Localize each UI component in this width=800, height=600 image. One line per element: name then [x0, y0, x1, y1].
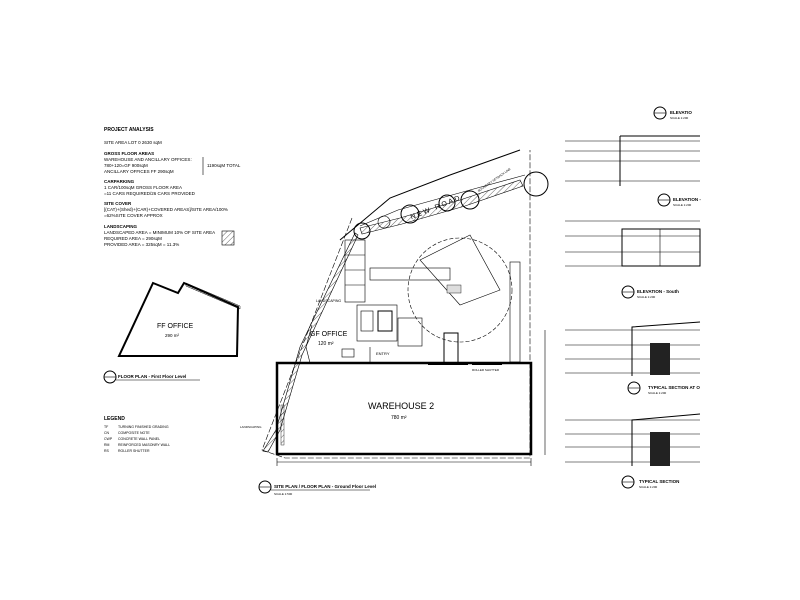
- svg-text:SCALE 1:200: SCALE 1:200: [637, 295, 656, 299]
- tree-icon: [438, 194, 456, 212]
- turning-circle: [407, 237, 513, 343]
- section-1-label: TYPICAL SECTION AT O: [648, 385, 700, 390]
- landscaping-hatch-swatch: [221, 230, 235, 246]
- stair-icon: [341, 348, 355, 358]
- legend-item-3: CONCRETE WALL PANEL: [118, 437, 160, 441]
- section-1: TYPICAL SECTION AT O SCALE 1:200: [565, 321, 700, 395]
- top-elevation-label: ELEVATIO: [670, 110, 692, 115]
- car-icon: [377, 310, 393, 332]
- ff-office-name: FF OFFICE: [157, 323, 193, 330]
- tree-icon: [400, 204, 420, 224]
- tree-icon: [523, 171, 549, 197]
- svg-text:RS: RS: [104, 449, 110, 453]
- carparking-heading: CARPARKING: [104, 179, 135, 184]
- legend-title: LEGEND: [104, 416, 125, 422]
- ff-plan: FF OFFICE 290 m² FLOOR PLAN - First Floo…: [103, 281, 241, 384]
- warehouse-area: 780 m²: [391, 415, 407, 421]
- section-shutter: [650, 432, 670, 466]
- landscaping-strip-left: [262, 232, 359, 453]
- ff-office-outline: [117, 281, 240, 357]
- legend-item-2: COMPOSITE NOTE: [118, 431, 150, 435]
- elevations: ELEVATIO SCALE 1:200 ELEVATION - SCALE 1…: [565, 106, 701, 489]
- svg-text:SCALE 1:200: SCALE 1:200: [673, 203, 692, 207]
- site-plan-scale: SCALE 1:500: [274, 492, 293, 496]
- site-plan-caption: SITE PLAN / FLOOR PLAN - Ground Floor Le…: [274, 484, 376, 489]
- section-shutter: [650, 343, 670, 375]
- legend-item-5: ROLLER SHUTTER: [118, 449, 150, 453]
- svg-text:SCALE 1:200: SCALE 1:200: [648, 391, 667, 395]
- gfa-total: 1190sqM TOTAL: [207, 163, 241, 168]
- svg-text:SCALE 1:200: SCALE 1:200: [670, 116, 689, 120]
- carparking-line2: =11 CARS REQUIRED/26 CARS PROVIDED: [104, 191, 196, 196]
- landscaping-line2: REQUIRED AREA = 290sqM: [104, 236, 162, 241]
- car-icon: [360, 310, 374, 332]
- site-cover-line1: [(CAT)+(Shed)+(CAR)+COVERED AREAS]/SITE …: [104, 207, 228, 212]
- svg-text:RM: RM: [104, 443, 110, 447]
- landscaping-left-label: LANDSCAPING: [240, 425, 262, 429]
- svg-text:SCALE 1:200: SCALE 1:200: [639, 485, 658, 489]
- site-area-text: SITE AREA LOT 0 2630 sqM: [104, 140, 162, 145]
- legend-item-1: TURNING FINISHED GRADING: [118, 425, 169, 429]
- legend-item-4: REINFORCED MASONRY WALL: [118, 443, 170, 447]
- gf-office-area: 120 m²: [318, 341, 334, 347]
- warehouse-outline: [275, 361, 533, 456]
- elevation-1: ELEVATION - SCALE 1:200: [565, 135, 701, 207]
- legend: LEGEND TF TURNING FINISHED GRADING CN CO…: [104, 416, 170, 453]
- site-cover-heading: SITE COVER: [104, 201, 132, 206]
- tree-icon: [460, 190, 480, 210]
- site-plan: NEW ROAD BOUNDARY SETBACK LINE: [240, 149, 549, 496]
- section-2: TYPICAL SECTION SCALE 1:200: [565, 413, 701, 489]
- landscaping-line1: LANDSCAPED AREA = MINIMUM 10% OF SITE AR…: [104, 230, 215, 235]
- landscaping-heading: LANDSCAPING: [104, 224, 138, 229]
- gfa-line3: ANCILLARY OFFICES FF 290sqM: [104, 169, 174, 174]
- ff-plan-caption: FLOOR PLAN - First Floor Level: [118, 374, 186, 379]
- gfa-line2: 780+120=GF 900sqM: [104, 163, 148, 168]
- warehouse-name: WAREHOUSE 2: [368, 401, 434, 411]
- gfa-heading: GROSS FLOOR AREAS: [104, 151, 154, 156]
- landscaping-strip-north: [359, 179, 524, 235]
- tree-icon: [377, 215, 391, 229]
- site-cover-line2: =62%SITE COVER APPROX: [104, 213, 163, 218]
- elevation-south: ELEVATION - South SCALE 1:200: [565, 220, 701, 299]
- svg-text:CN: CN: [104, 431, 110, 435]
- road-boundary: [339, 149, 521, 241]
- elevation-label: ELEVATION -: [673, 197, 701, 202]
- entry-label: ENTRY: [376, 351, 390, 356]
- roller-shutter-2: [472, 362, 502, 365]
- ff-roof-strip: [185, 282, 241, 310]
- elevation-south-label: ELEVATION - South: [637, 289, 679, 294]
- section-2-label: TYPICAL SECTION: [639, 479, 679, 484]
- ff-office-area: 290 m²: [165, 333, 180, 338]
- landscaping-line3: PROVIDED AREA = 325sqM = 11.3%: [104, 242, 179, 247]
- gf-office-name: GF OFFICE: [310, 331, 348, 338]
- project-analysis: PROJECT ANALYSIS SITE AREA LOT 0 2630 sq…: [104, 127, 241, 247]
- tree-icon: [353, 222, 371, 240]
- landscaping-label: LANDSCAPING: [316, 299, 341, 303]
- carparking-line1: 1 CAR/100sqM GROSS FLOOR AREA: [104, 185, 182, 190]
- truck-path: [419, 234, 501, 306]
- analysis-title: PROJECT ANALYSIS: [104, 127, 154, 133]
- roller-shutter-1: [428, 362, 468, 365]
- awning-note: ROLLER SHUTTER: [472, 368, 500, 372]
- car-icon: [443, 332, 459, 364]
- driveway-strip: [369, 267, 451, 281]
- svg-text:TF: TF: [104, 425, 108, 429]
- site-boundary: [261, 150, 531, 459]
- parking-strip-east: [509, 261, 521, 363]
- svg-text:CWP: CWP: [104, 437, 113, 441]
- parking-bays: [344, 239, 521, 364]
- gfa-line1: WAREHOUSE AND ANCILLARY OFFICES:: [104, 157, 192, 162]
